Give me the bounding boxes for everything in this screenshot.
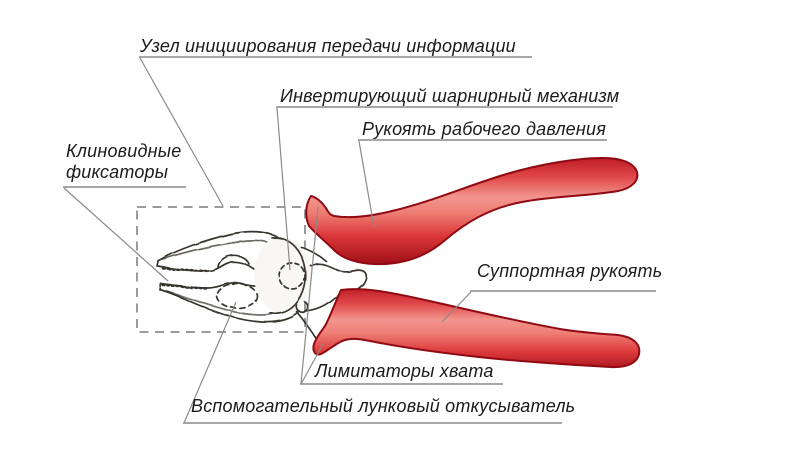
leader-pressure-handle — [358, 140, 375, 228]
leader-hinge-mechanism — [276, 107, 291, 271]
boss-to-lower-handle-edge — [296, 311, 318, 341]
lower-jaw-bottom-edge — [160, 289, 300, 323]
label-wedge-fixators: Клиновидные фиксаторы — [66, 141, 182, 182]
joint-hook-detail — [295, 301, 309, 314]
pliers-head-sketch — [156, 230, 368, 341]
label-auxiliary-cutter: Вспомогательный лунковый откусыватель — [191, 396, 576, 416]
leader-support-handle — [441, 291, 472, 323]
leader-wedge-fixators — [63, 187, 169, 282]
leader-grip-limiter-upper — [300, 206, 319, 385]
label-pressure-handle: Рукоять рабочего давления — [362, 119, 607, 139]
pivot-bolt-hole — [278, 262, 306, 290]
upper-jaw-teeth — [161, 267, 208, 273]
upper-jaw-tip — [156, 260, 159, 267]
dashed-region-box — [136, 206, 306, 333]
leader-lines — [63, 57, 472, 424]
leader-initiation-node — [139, 57, 224, 207]
upper-handle — [305, 157, 639, 266]
label-support-handle: Суппортная рукоять — [477, 261, 663, 281]
pivot-boss-fill — [254, 237, 312, 313]
lower-handle — [312, 288, 641, 369]
lower-jaw-ridge-line — [165, 290, 273, 316]
label-grip-limiters: Лимитаторы хвата — [315, 361, 494, 381]
handles — [305, 157, 641, 369]
label-hinge-mechanism: Инвертирующий шарнирный механизм — [280, 86, 620, 106]
cutter-hole-dashed — [216, 283, 258, 309]
lower-jaw-tip — [159, 283, 162, 291]
lower-jaw-teeth — [161, 284, 208, 290]
boss-to-upper-handle-edge — [300, 246, 327, 262]
leader-grip-limiter-lower — [300, 343, 324, 385]
label-initiation-node: Узел инициирования передачи информации — [140, 36, 516, 56]
label-underlines — [63, 56, 656, 424]
leader-auxiliary-cutter — [183, 301, 237, 424]
wire-cutter-arc — [217, 254, 250, 268]
